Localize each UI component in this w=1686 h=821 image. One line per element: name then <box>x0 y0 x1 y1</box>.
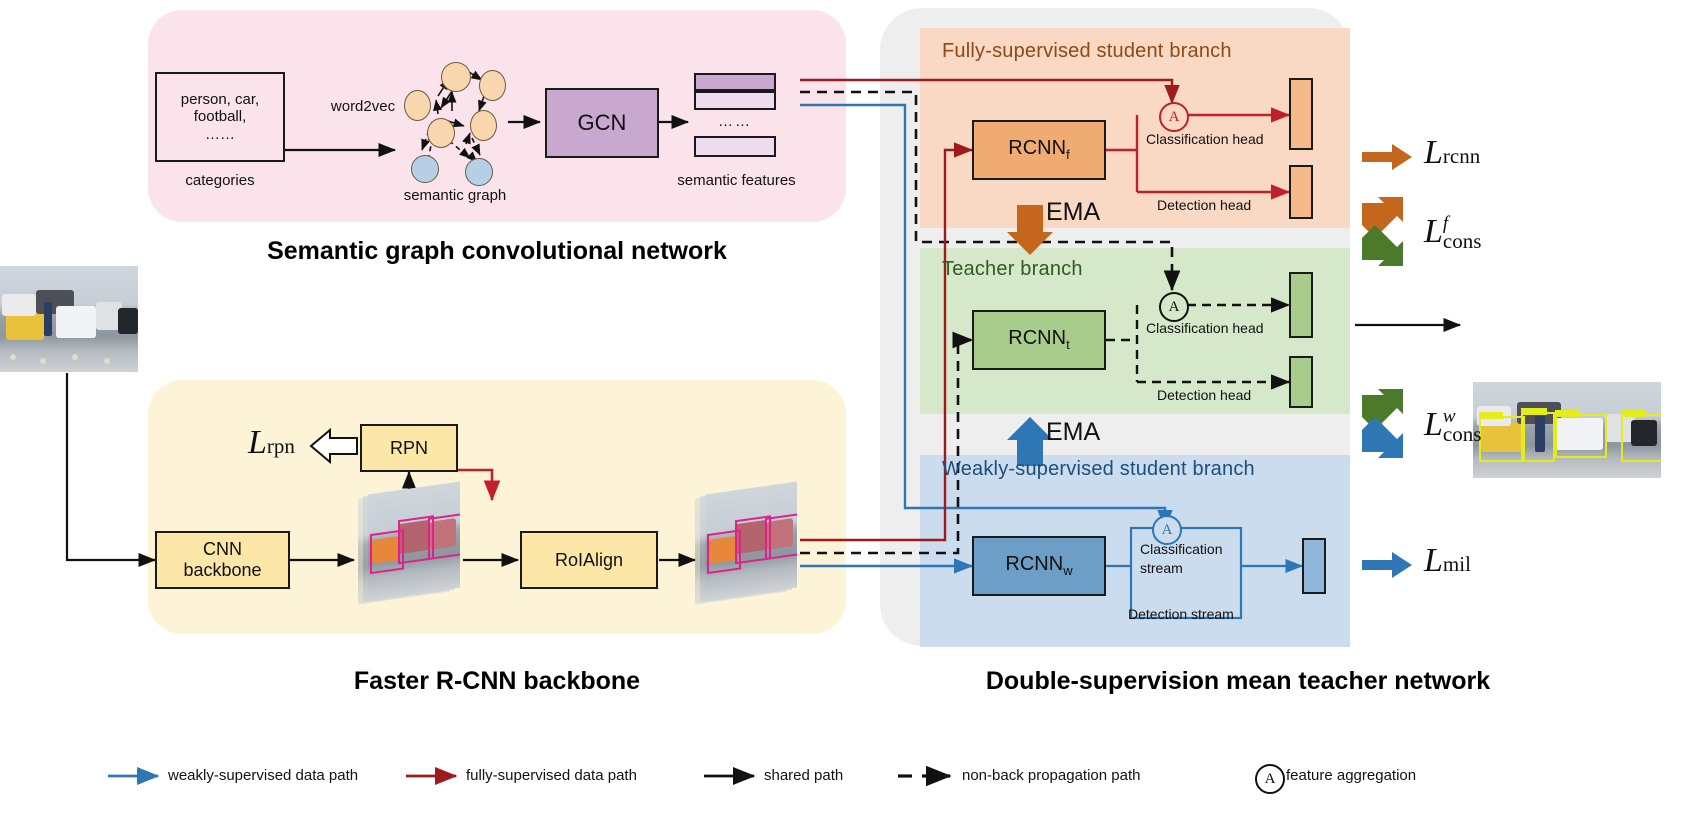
graph-node-7 <box>465 158 493 186</box>
ws-classification-stream-line-2: stream <box>1140 559 1183 576</box>
aggregation-symbol-fs: A <box>1168 108 1180 125</box>
legend-aggregation-symbol: A <box>1264 770 1276 787</box>
loss-rpn-label: Lrpn <box>248 424 295 462</box>
legend-label-nonbackprop: non-back propagation path <box>962 767 1141 784</box>
fs-detection-output-bar <box>1289 165 1313 219</box>
ema-bottom-label: EMA <box>1046 418 1101 446</box>
categories-box: person, car, football, …… <box>155 72 285 162</box>
legend-label-fully: fully-supervised data path <box>466 767 637 784</box>
legend-feature-aggregation-icon: A <box>1255 764 1285 794</box>
graph-node-4 <box>427 118 455 148</box>
categories-line-3: …… <box>205 125 235 143</box>
feature-aggregation-icon-ws: A <box>1152 515 1182 545</box>
weakly-supervised-title: Weakly-supervised student branch <box>942 458 1255 480</box>
graph-node-6 <box>411 155 439 183</box>
gcn-box: GCN <box>545 88 659 158</box>
feature-aggregation-icon-fs: A <box>1159 102 1189 132</box>
rcnn-t-label: RCNNt <box>1008 327 1069 353</box>
graph-node-2 <box>404 90 431 121</box>
fs-classification-output-bar <box>1289 78 1313 150</box>
fs-detection-head-label: Detection head <box>1157 197 1252 213</box>
teacher-branch-title: Teacher branch <box>942 258 1083 280</box>
rcnn-f-sub: f <box>1066 147 1070 163</box>
semantic-feature-ellipsis: …… <box>718 113 752 130</box>
gcn-label: GCN <box>577 110 627 135</box>
loss-cons-w-base: L <box>1424 406 1443 443</box>
semantic-features-label: semantic features <box>677 172 796 189</box>
teacher-classification-head-label: Classification head <box>1146 320 1264 336</box>
cnn-backbone-box: CNN backbone <box>155 531 290 589</box>
rcnn-t-base: RCNN <box>1008 327 1067 350</box>
loss-rcnn-sub: rcnn <box>1442 144 1481 168</box>
feature-aggregation-icon-teacher: A <box>1159 292 1189 322</box>
input-image <box>0 266 138 372</box>
aggregation-symbol-ws: A <box>1161 521 1173 538</box>
loss-cons-f-sub: cons <box>1442 229 1482 254</box>
teacher-detection-head-label: Detection head <box>1157 387 1252 403</box>
ws-classification-stream-label: Classification stream <box>1140 540 1240 578</box>
fully-supervised-title: Fully-supervised student branch <box>942 40 1232 62</box>
ws-detection-stream-label: Detection stream <box>1128 606 1234 622</box>
feature-map-stack-2 <box>695 478 797 608</box>
rcnn-w-sub: w <box>1063 563 1073 579</box>
roialign-label: RoIAlign <box>554 549 624 570</box>
loss-cons-w-sub: cons <box>1442 422 1482 447</box>
fs-classification-head-label: Classification head <box>1146 131 1264 147</box>
teacher-detection-output-bar <box>1289 356 1313 408</box>
loss-cons-f-label: L f cons <box>1424 213 1481 252</box>
loss-cons-w-label: L w cons <box>1424 406 1481 445</box>
rcnn-f-label: RCNNf <box>1008 137 1069 163</box>
legend-label-shared: shared path <box>764 767 844 784</box>
graph-node-5 <box>470 110 497 141</box>
rcnn-f-base: RCNN <box>1008 137 1067 160</box>
loss-rpn-base: L <box>248 424 267 461</box>
loss-rcnn-label: Lrcnn <box>1424 134 1480 172</box>
faster-rcnn-caption: Faster R-CNN backbone <box>353 667 641 695</box>
loss-mil-base: L <box>1424 542 1443 579</box>
categories-label: categories <box>185 172 255 189</box>
rcnn-t-box: RCNNt <box>972 310 1106 370</box>
rcnn-w-base: RCNN <box>1005 553 1064 576</box>
output-image <box>1473 382 1661 478</box>
ws-classification-stream-line-1: Classification <box>1140 541 1223 557</box>
mean-teacher-caption: Double-supervision mean teacher network <box>985 667 1491 695</box>
categories-line-1: person, car, <box>180 91 260 109</box>
cnn-backbone-line-1: CNN <box>203 539 242 560</box>
loss-cons-w-sup: w <box>1442 406 1456 428</box>
ws-output-bar <box>1302 538 1326 594</box>
rcnn-w-box: RCNNw <box>972 536 1106 596</box>
graph-node-1 <box>441 62 471 92</box>
semantic-feature-bar-2 <box>694 91 776 110</box>
loss-mil-label: Lmil <box>1424 542 1471 580</box>
rpn-box: RPN <box>360 424 458 472</box>
loss-rpn-sub: rpn <box>266 434 295 458</box>
loss-mil-sub: mil <box>1442 552 1471 576</box>
loss-cons-f-sup: f <box>1442 213 1449 235</box>
loss-rcnn-base: L <box>1424 134 1443 171</box>
cnn-backbone-line-2: backbone <box>183 560 262 580</box>
aggregation-symbol-teacher: A <box>1168 298 1180 315</box>
word2vec-label: word2vec <box>330 98 396 115</box>
categories-line-2: football, <box>193 108 247 126</box>
rcnn-t-sub: t <box>1066 337 1070 353</box>
rcnn-f-box: RCNNf <box>972 120 1106 180</box>
teacher-classification-output-bar <box>1289 272 1313 338</box>
semantic-feature-bar-3 <box>694 136 776 157</box>
roialign-box: RoIAlign <box>520 531 658 589</box>
semantic-gcn-caption: Semantic graph convolutional network <box>267 237 727 265</box>
graph-node-3 <box>479 70 506 101</box>
feature-map-stack-1 <box>358 478 460 608</box>
semantic-feature-bar-1 <box>694 73 776 91</box>
legend-label-aggregation: feature aggregation <box>1286 767 1417 784</box>
loss-cons-f-base: L <box>1424 213 1443 250</box>
rcnn-w-label: RCNNw <box>1005 553 1072 579</box>
legend-label-weakly: weakly-supervised data path <box>168 767 359 784</box>
semantic-graph-label: semantic graph <box>403 187 507 204</box>
ema-top-label: EMA <box>1046 198 1101 226</box>
rpn-label: RPN <box>389 437 428 458</box>
